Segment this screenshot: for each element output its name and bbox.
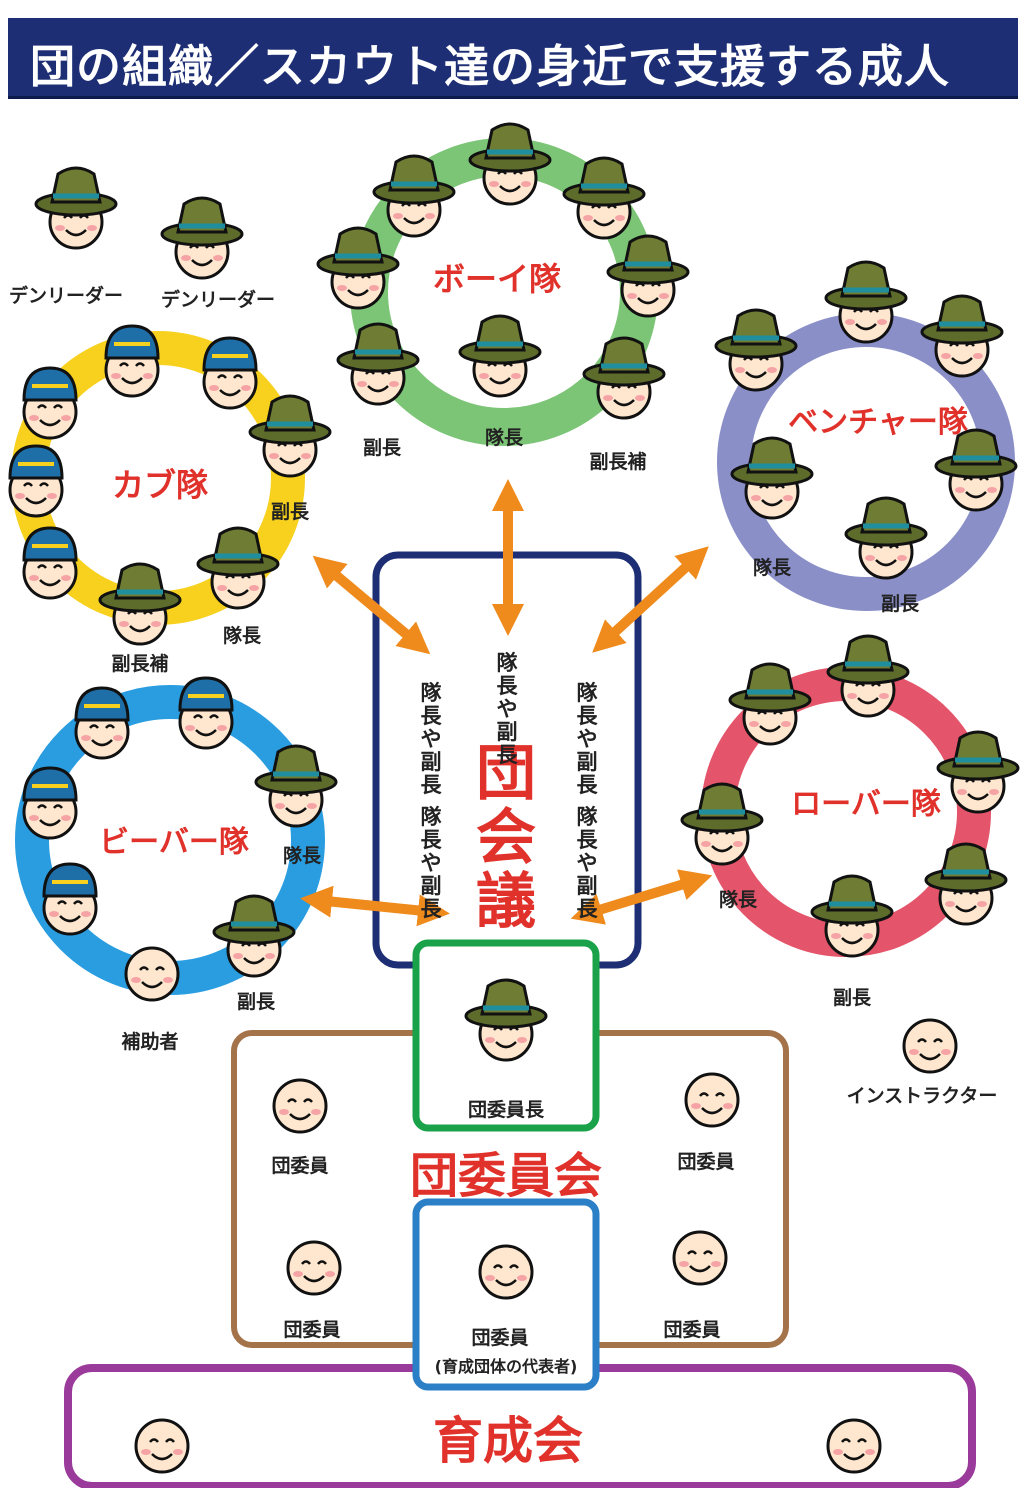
svg-text:会: 会 bbox=[476, 803, 536, 873]
face-icon bbox=[24, 528, 76, 598]
council-member-label: 隊長や副長 bbox=[420, 805, 442, 921]
beaver-hojo-label: 補助者 bbox=[120, 1030, 178, 1053]
den-leader-label: デンリーダー bbox=[161, 288, 275, 311]
support-association-name: 育成会 bbox=[433, 1412, 583, 1470]
rover-fukucho-label: 副長 bbox=[833, 987, 872, 1009]
face-icon bbox=[286, 1240, 342, 1296]
arrow-beaver-council bbox=[300, 885, 450, 927]
committee-member-label: 団委員 bbox=[283, 1319, 340, 1341]
face-icon bbox=[478, 1244, 534, 1300]
svg-text:議: 議 bbox=[476, 867, 536, 937]
face-icon bbox=[826, 1418, 882, 1474]
svg-text:団: 団 bbox=[476, 739, 536, 809]
beaver-taicho-label: 隊長 bbox=[283, 844, 322, 867]
den-leader-label: デンリーダー bbox=[9, 284, 123, 307]
face-icon bbox=[272, 1078, 328, 1134]
rover-taicho-label: 隊長 bbox=[719, 888, 758, 911]
representative-note: (育成団体の代表者) bbox=[435, 1357, 578, 1376]
boy-fukucho-label: 副長 bbox=[363, 437, 402, 459]
committee-member-label: 団委員 bbox=[271, 1155, 328, 1177]
council-member-label: 隊長や副長 bbox=[576, 681, 598, 797]
rover-troop-name: ローバー隊 bbox=[791, 787, 941, 822]
beaver-fukucho-label: 副長 bbox=[237, 991, 276, 1013]
face-icon bbox=[76, 688, 128, 758]
group-council-name: 団 会 議 bbox=[476, 739, 536, 937]
boy-fukucho-ho-label: 副長補 bbox=[589, 450, 646, 473]
double-arrow-icon bbox=[300, 478, 713, 927]
face-icon bbox=[684, 1072, 740, 1128]
face-icon bbox=[134, 1418, 190, 1474]
face-icon bbox=[24, 768, 76, 838]
den-leader-icon bbox=[36, 168, 116, 248]
cub-taicho-label: 隊長 bbox=[223, 624, 262, 647]
face-icon bbox=[44, 864, 96, 934]
instructor-face-icon bbox=[902, 1018, 958, 1074]
beaver-troop-name: ビーバー隊 bbox=[99, 825, 249, 860]
face-icon bbox=[10, 446, 62, 516]
face-icon bbox=[24, 368, 76, 438]
scout-hat-icon bbox=[460, 316, 540, 396]
group-committee-name: 団委員会 bbox=[410, 1148, 602, 1204]
face-icon bbox=[180, 678, 232, 748]
boy-taicho-label: 隊長 bbox=[485, 426, 524, 449]
scout-hat-icon bbox=[470, 124, 550, 204]
cub-fukucho-label: 副長 bbox=[271, 501, 310, 523]
face-icon bbox=[672, 1230, 728, 1286]
council-member-label: 隊長や副長 bbox=[420, 681, 442, 797]
title-banner: 団の組織／スカウト達の身近で支援する成人 bbox=[8, 18, 1018, 99]
committee-chair-label: 団委員長 bbox=[468, 1099, 545, 1121]
venture-fukucho-label: 副長 bbox=[881, 593, 920, 615]
scout-hat-icon bbox=[682, 784, 762, 864]
face-icon bbox=[204, 338, 256, 408]
cub-troop-name: カブ隊 bbox=[112, 466, 208, 504]
scout-hat-icon bbox=[100, 564, 180, 644]
face-icon bbox=[106, 326, 158, 396]
committee-member-label: 団委員 bbox=[663, 1319, 720, 1341]
representative-label: 団委員 bbox=[471, 1327, 528, 1349]
venture-taicho-label: 隊長 bbox=[753, 556, 792, 579]
scout-hat-icon bbox=[846, 498, 926, 578]
arrow-venture-council bbox=[592, 546, 709, 653]
den-leader-icon bbox=[162, 198, 242, 278]
venture-troop-name: ベンチャー隊 bbox=[788, 405, 968, 440]
council-member-label: 隊長や副長 bbox=[496, 651, 518, 767]
committee-member-label: 団委員 bbox=[677, 1151, 734, 1173]
instructor-label: インストラクター bbox=[847, 1085, 998, 1107]
council-member-label: 隊長や副長 bbox=[576, 805, 598, 921]
boy-troop-name: ボーイ隊 bbox=[433, 260, 561, 298]
arrow-cub-council bbox=[312, 555, 431, 655]
page-title: 団の組織／スカウト達の身近で支援する成人 bbox=[30, 40, 951, 93]
cub-troop-members bbox=[10, 168, 330, 644]
arrow-rover-council bbox=[570, 869, 713, 925]
assistant-face-icon bbox=[124, 946, 180, 1002]
cub-fukucho-ho-label: 副長補 bbox=[111, 652, 168, 675]
